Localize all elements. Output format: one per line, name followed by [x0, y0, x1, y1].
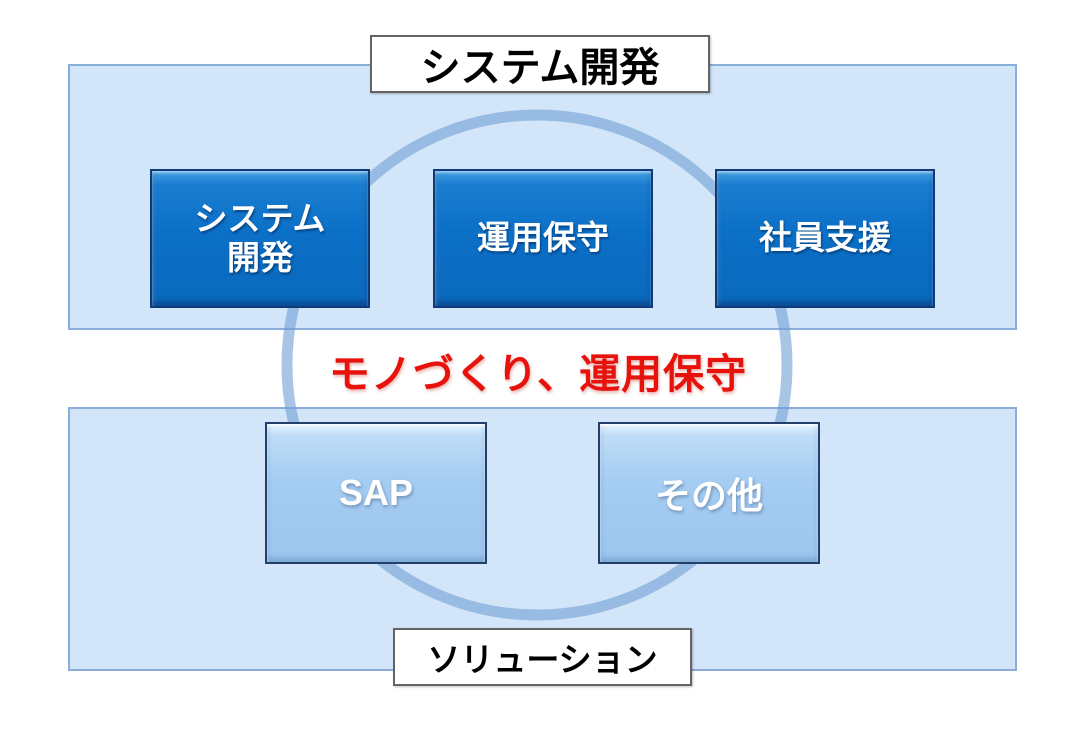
- box-employee-support: 社員支援: [715, 169, 935, 308]
- box-system-development: システム 開発: [150, 169, 370, 308]
- box-sap: SAP: [265, 422, 487, 564]
- box-others: その他: [598, 422, 820, 564]
- center-highlight-text: モノづくり、運用保守: [328, 351, 748, 397]
- solution-title: ソリューション: [393, 628, 692, 686]
- system-development-title: システム開発: [370, 35, 710, 93]
- box-operation-maintenance: 運用保守: [433, 169, 653, 308]
